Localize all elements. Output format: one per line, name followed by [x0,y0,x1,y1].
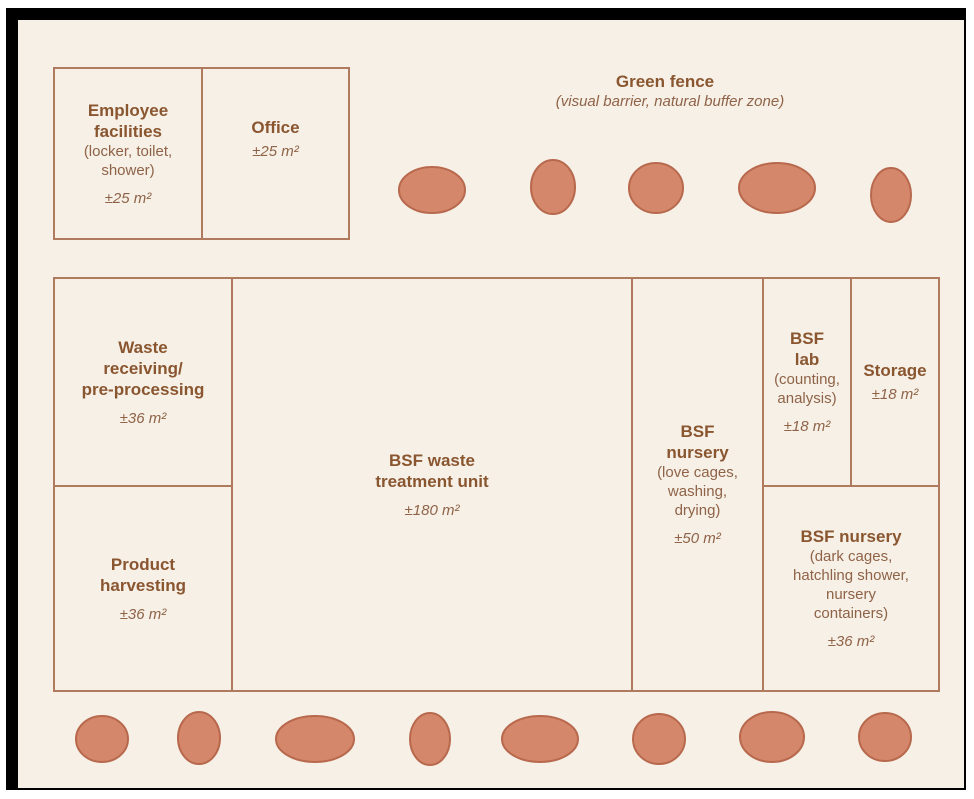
nursery-dark-area: ±36 m² [827,633,875,650]
bush-shrub [275,715,355,763]
waste-area: ±36 m² [119,409,167,427]
bush-shrub [870,167,912,223]
green-fence-description: (visual barrier, natural buffer zone) [555,93,785,110]
employee-title-2: facilities [93,121,163,141]
nursery-dark-title: BSF nursery [800,527,902,546]
waste-title-2: receiving/ [103,358,183,378]
treatment-area: ±180 m² [404,501,460,519]
bush-shrub [398,166,466,214]
waste-title-1: Waste [118,337,168,357]
nursery-dark-desc-1: (dark cages, [809,548,893,565]
lab-desc-1: (counting, [774,371,840,388]
harvest-title-1: Product [110,554,176,574]
treatment-title-1: BSF waste [389,450,475,470]
treatment-title-2: treatment unit [375,471,489,491]
nursery-dark-desc-4: containers) [813,605,889,622]
office-area: ±25 m² [252,143,299,160]
office-room: Office ±25 m² [201,67,350,240]
bottom-bush-row [75,711,912,766]
bush-shrub [75,715,129,763]
storage-title: Storage [863,361,927,380]
employee-title-1: Employee [87,100,169,120]
top-bush-row [398,159,912,223]
lab-desc-2: analysis) [777,390,837,407]
storage-area: ±18 m² [871,386,919,403]
nursery-dark-desc-2: hatchling shower, [793,567,909,584]
nursery-dark-desc-3: nursery [825,586,877,603]
bush-shrub [628,162,684,214]
diagram-canvas [18,20,964,788]
bush-shrub [409,712,451,766]
lab-area: ±18 m² [783,418,831,435]
green-fence-title: Green fence [615,72,715,91]
employee-desc-1: (locker, toilet, [83,142,173,160]
employee-facilities-room: Employee facilities (locker, toilet, sho… [53,67,203,240]
harvest-area: ±36 m² [119,605,167,623]
bush-shrub [501,715,579,763]
bsf-nursery-dark-room: BSF nursery (dark cages, hatchling showe… [762,485,940,692]
nursery-love-desc-3: drying) [674,502,721,519]
bush-shrub [858,712,912,762]
nursery-love-title-2: nursery [666,443,729,462]
bush-shrub [738,162,816,214]
bush-shrub [632,713,686,765]
nursery-love-title-1: BSF [680,422,715,441]
bush-shrub [530,159,576,215]
employee-desc-2: shower) [101,161,155,179]
bush-shrub [739,711,805,763]
nursery-love-desc-1: (love cages, [657,464,738,481]
lab-title-2: lab [794,350,820,369]
bush-shrub [177,711,221,765]
nursery-love-area: ±50 m² [674,530,721,547]
harvest-title-2: harvesting [100,575,186,595]
office-title: Office [251,118,300,137]
waste-title-3: pre-processing [81,379,205,399]
nursery-love-desc-2: washing, [667,483,728,500]
employee-area: ±25 m² [104,189,152,207]
lab-title-1: BSF [790,329,824,348]
